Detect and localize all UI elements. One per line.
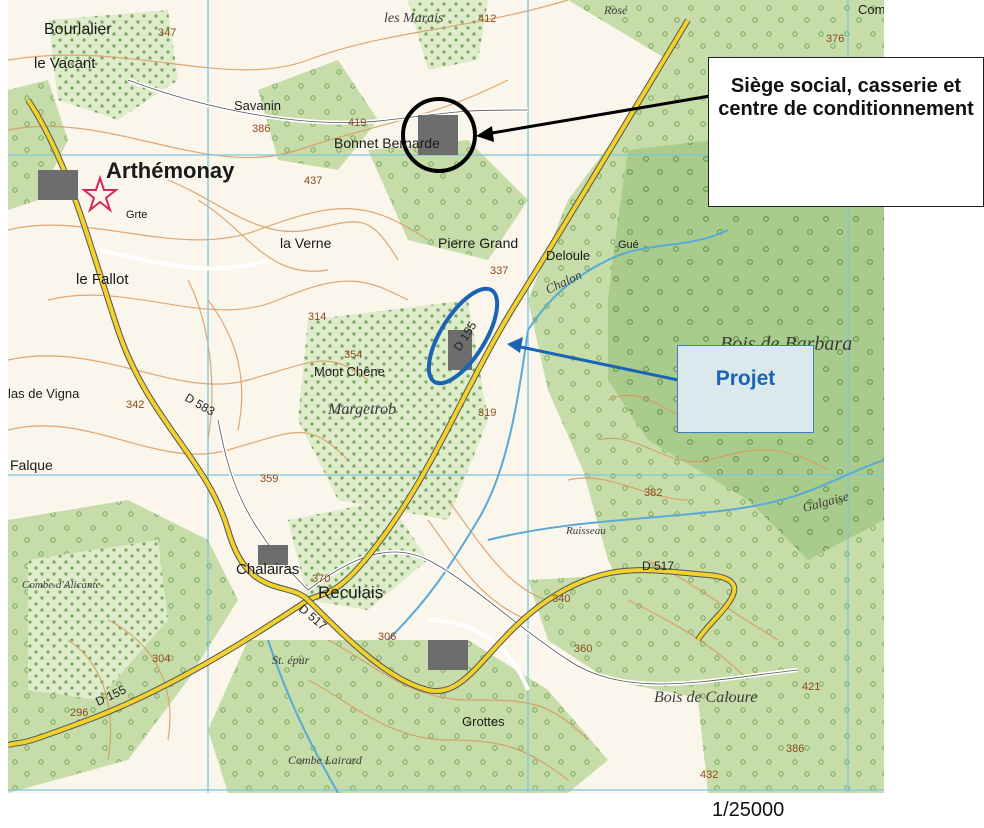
project-site-ellipse — [426, 286, 500, 386]
alt-3: 419 — [348, 117, 366, 129]
alt-18: 296 — [70, 707, 88, 719]
alt-11: 382 — [644, 487, 662, 499]
label-comb: Comb — [858, 2, 884, 17]
altitude-labels: 347 412 376 419 386 437 337 314 354 319 … — [70, 13, 844, 781]
alt-9: 319 — [478, 407, 496, 419]
alt-21: 386 — [786, 743, 804, 755]
siege-arrow — [485, 94, 711, 136]
alt-10: 342 — [126, 399, 144, 411]
label-vigna: las de Vigna — [8, 386, 80, 401]
alt-0: 347 — [158, 27, 176, 39]
streams — [267, 229, 884, 793]
label-le-vacant: le Vacant — [34, 55, 96, 72]
alt-16: 360 — [574, 643, 592, 655]
alt-14: 306 — [378, 631, 396, 643]
label-arthemonay: Arthémonay — [106, 158, 235, 183]
headquarters-callout: Siège social, casserie et centre de cond… — [708, 57, 984, 207]
label-combe-alicante: Combe d'Alicante — [22, 579, 101, 591]
label-mont-chene: Mont Chêne — [314, 364, 385, 379]
label-la-verne: la Verne — [280, 235, 332, 251]
main-roads — [8, 18, 738, 748]
alt-20: 432 — [700, 769, 718, 781]
secondary-road-edges — [127, 79, 799, 685]
headquarters-circle — [401, 97, 477, 173]
label-ruisseau: Ruisseau — [565, 525, 606, 537]
label-les-marais: les Marais — [384, 11, 444, 26]
label-le-fallot: le Fallot — [76, 271, 129, 288]
scale-label: 1/25000 — [712, 799, 785, 821]
label-bourlalier: Bourlalier — [44, 21, 112, 38]
alt-5: 437 — [304, 175, 322, 187]
alt-6: 337 — [490, 265, 508, 277]
alt-2: 376 — [826, 33, 844, 45]
label-gue: Gué — [618, 239, 639, 251]
callout-arrows — [476, 94, 711, 382]
alt-1: 412 — [478, 13, 496, 25]
projet-arrowhead — [507, 337, 523, 353]
orchard-areas — [28, 0, 488, 700]
church-icon — [81, 174, 119, 213]
alt-13: 370 — [312, 573, 330, 585]
alt-12: 359 — [260, 473, 278, 485]
label-combe-lairard: Combe Lairard — [288, 753, 363, 767]
project-callout: Projet — [677, 345, 814, 433]
alt-19: 421 — [802, 681, 820, 693]
alt-17: 304 — [152, 653, 170, 665]
label-grte: Grte — [126, 209, 147, 221]
label-bonnet-bernarde: Bonnet Bernarde — [334, 135, 440, 151]
buildings — [38, 115, 472, 670]
label-st-epur: St. épur — [272, 653, 310, 667]
siege-arrowhead — [476, 126, 494, 142]
alt-15: 340 — [552, 593, 570, 605]
label-bois-de-caloure: Bois de Caloure — [654, 689, 757, 706]
alt-7: 314 — [308, 311, 326, 323]
label-reculais: Reculais — [318, 583, 383, 602]
projet-arrow — [515, 344, 679, 382]
label-margetrob: Margetrob — [327, 401, 396, 418]
label-falque: Falque — [10, 457, 53, 473]
label-rose: Rosé — [603, 3, 628, 17]
label-savanin: Savanin — [234, 98, 281, 113]
label-pierre-grand: Pierre Grand — [438, 235, 518, 251]
label-d517-east: D 517 — [642, 559, 674, 573]
label-grottes: Grottes — [462, 714, 505, 729]
label-deloule: Deloule — [546, 248, 590, 263]
alt-4: 386 — [252, 123, 270, 135]
contour-lines — [8, 0, 829, 781]
alt-8: 354 — [344, 349, 362, 361]
label-chalairas: Chalairas — [236, 561, 299, 578]
